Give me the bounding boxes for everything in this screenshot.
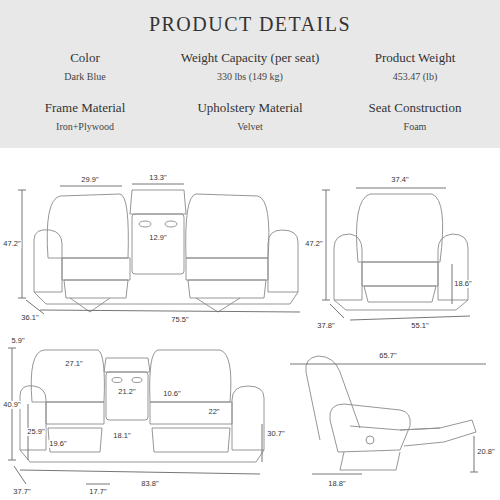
dimension-label: 18.1": [112, 432, 131, 440]
dimension-label: 20.8": [476, 448, 495, 456]
dimension-label: 22": [207, 408, 220, 416]
spec-value: Iron+Plywood: [56, 121, 114, 132]
dimension-label: 40.9": [2, 401, 21, 409]
dimension-label: 25.9": [26, 428, 45, 436]
spec-name: Upholstery Material: [197, 101, 302, 115]
dimension-label: 13.3": [148, 174, 167, 182]
dimension-label: 18.8": [327, 480, 346, 488]
dimension-label: 37.7": [12, 488, 31, 496]
dimension-label: 17.7": [88, 488, 107, 496]
dimension-label: 27.1": [64, 360, 83, 368]
spec-value: Foam: [404, 121, 427, 132]
spec-name: Product Weight: [375, 51, 456, 65]
dimension-label: 10.6": [162, 390, 181, 398]
dimension-label: 29.9": [80, 176, 99, 184]
dimension-label: 12.9": [148, 234, 167, 242]
dimension-label: 36.1": [20, 314, 39, 322]
dimension-label: 5.9": [10, 337, 25, 345]
spec-value: 330 lbs (149 kg): [217, 71, 283, 82]
dimension-label: 37.4": [390, 176, 409, 184]
dimension-label: 19.6": [48, 440, 67, 448]
spec-name: Frame Material: [45, 101, 126, 115]
dimension-label: 47.2": [2, 240, 21, 248]
dimension-label: 47.2": [304, 240, 323, 248]
dimension-label: 18.6": [453, 280, 472, 288]
spec-name: Seat Construction: [369, 101, 462, 115]
page-title: PRODUCT DETAILS: [149, 13, 351, 35]
spec-value: Dark Blue: [64, 71, 105, 82]
dimension-label: 55.1": [410, 322, 429, 330]
header-band: [0, 0, 500, 148]
dimension-label: 21.2": [117, 388, 136, 396]
spec-name: Weight Capacity (per seat): [181, 51, 320, 65]
dimension-label: 75.5": [170, 316, 189, 324]
dimension-label: 30.7": [266, 430, 285, 438]
spec-value: 453.47 (lb): [393, 71, 437, 82]
spec-value: Velvet: [237, 121, 263, 132]
dimension-label: 65.7": [378, 352, 397, 360]
dimension-label: 83.8": [140, 480, 159, 488]
spec-name: Color: [70, 51, 100, 65]
dimension-label: 37.8": [316, 322, 335, 330]
